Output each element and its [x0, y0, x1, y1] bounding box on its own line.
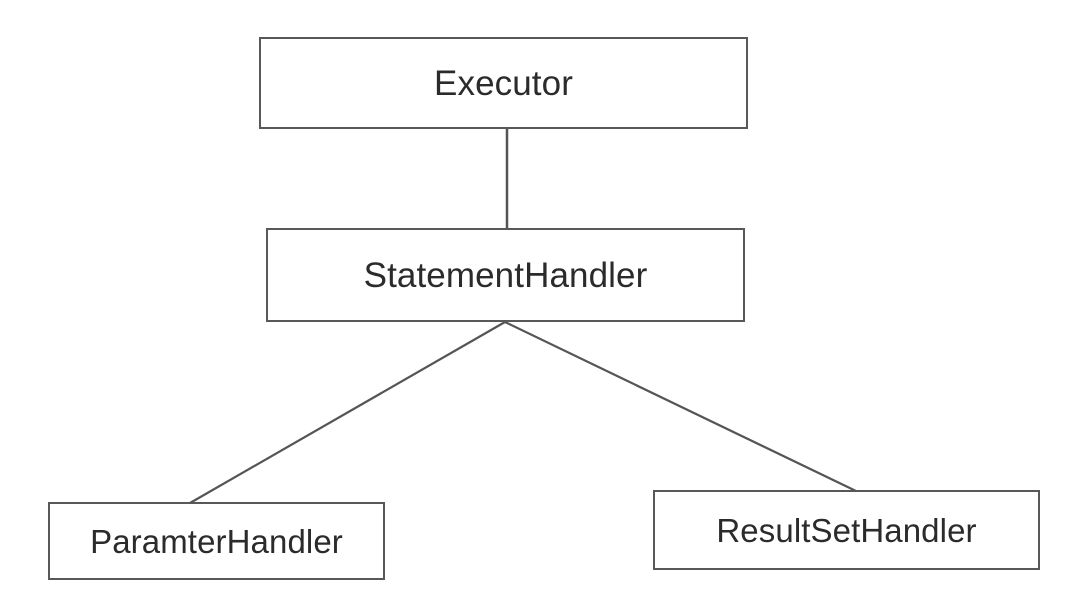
- node-statementhandler[interactable]: StatementHandler: [266, 228, 745, 322]
- edge-statementhandler-paramterhandler: [189, 321, 506, 504]
- edge-statementhandler-resultsethandler: [504, 321, 857, 492]
- node-resultsethandler[interactable]: ResultSetHandler: [653, 490, 1040, 570]
- node-paramterhandler-label: ParamterHandler: [90, 522, 343, 560]
- node-paramterhandler[interactable]: ParamterHandler: [48, 502, 385, 580]
- node-executor[interactable]: Executor: [259, 37, 748, 129]
- node-statementhandler-label: StatementHandler: [363, 255, 648, 295]
- node-executor-label: Executor: [434, 63, 573, 103]
- node-resultsethandler-label: ResultSetHandler: [716, 511, 977, 549]
